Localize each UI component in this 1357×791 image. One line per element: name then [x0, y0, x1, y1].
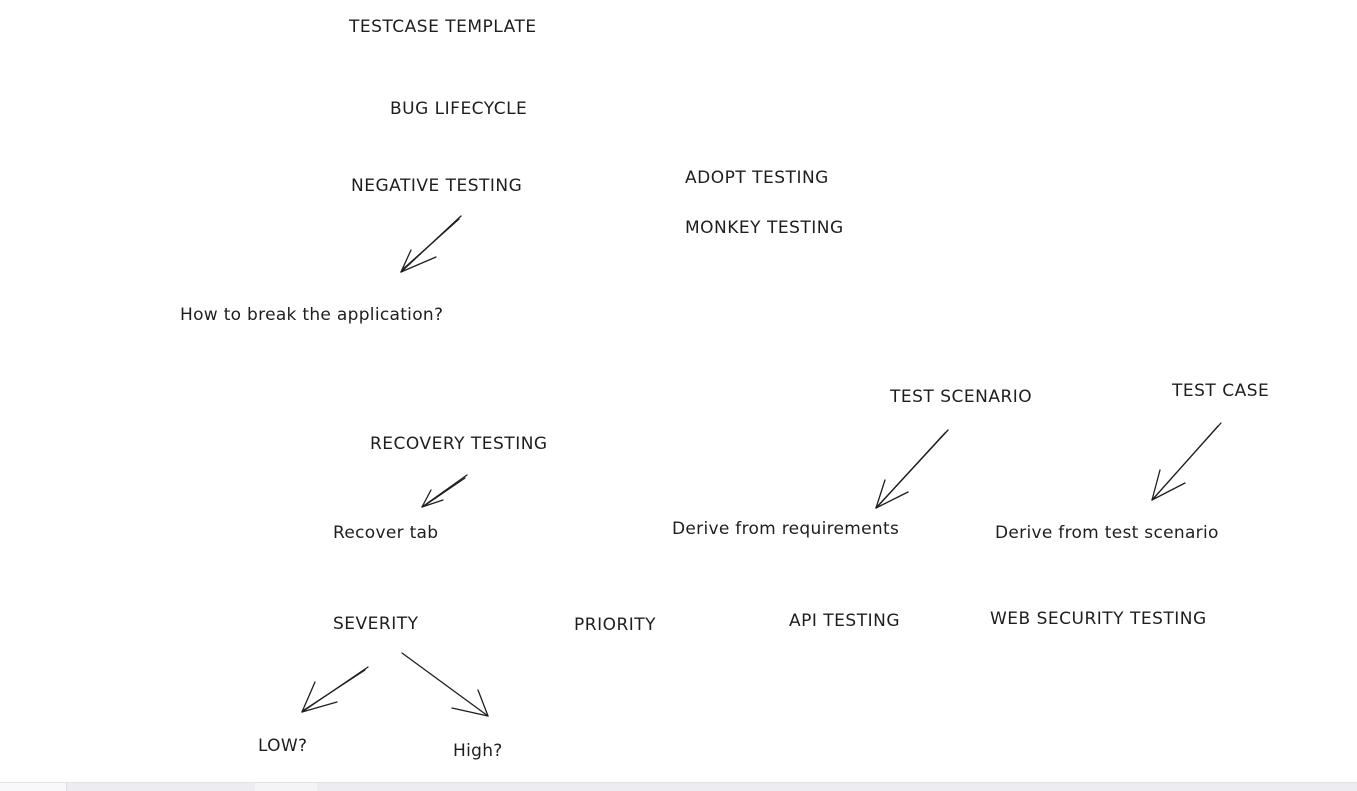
- label-adopt-testing[interactable]: ADOPT TESTING: [685, 168, 829, 188]
- label-break-question[interactable]: How to break the application?: [180, 305, 444, 325]
- label-test-case[interactable]: TEST CASE: [1172, 381, 1270, 401]
- toolbar-tab[interactable]: [255, 783, 317, 791]
- label-severity[interactable]: SEVERITY: [333, 614, 419, 634]
- label-bug-lifecycle[interactable]: BUG LIFECYCLE: [390, 99, 528, 119]
- arrow-recovery-to-recover-tab[interactable]: [421, 474, 468, 508]
- label-negative-testing[interactable]: NEGATIVE TESTING: [351, 176, 523, 196]
- arrow-severity-to-high[interactable]: [401, 652, 489, 717]
- arrow-scenario-to-requirements[interactable]: [875, 429, 949, 509]
- arrow-severity-to-low[interactable]: [301, 666, 369, 713]
- toolbar-tab[interactable]: [0, 783, 67, 791]
- label-recover-tab[interactable]: Recover tab: [333, 523, 439, 543]
- label-monkey-testing[interactable]: MONKEY TESTING: [685, 218, 844, 238]
- bottom-toolbar: [0, 782, 1357, 791]
- label-test-scenario[interactable]: TEST SCENARIO: [890, 387, 1033, 407]
- arrow-testcase-to-derive-scenario[interactable]: [1151, 422, 1222, 501]
- label-low[interactable]: LOW?: [258, 736, 308, 756]
- label-priority[interactable]: PRIORITY: [574, 615, 657, 635]
- arrow-negative-to-break[interactable]: [400, 215, 462, 273]
- label-high[interactable]: High?: [453, 741, 503, 761]
- label-web-security-testing[interactable]: WEB SECURITY TESTING: [990, 609, 1207, 629]
- label-derive-requirements[interactable]: Derive from requirements: [672, 519, 900, 539]
- label-testcase-template[interactable]: TESTCASE TEMPLATE: [349, 17, 537, 37]
- label-derive-scenario[interactable]: Derive from test scenario: [995, 523, 1219, 543]
- label-api-testing[interactable]: API TESTING: [789, 611, 901, 631]
- label-recovery-testing[interactable]: RECOVERY TESTING: [370, 434, 548, 454]
